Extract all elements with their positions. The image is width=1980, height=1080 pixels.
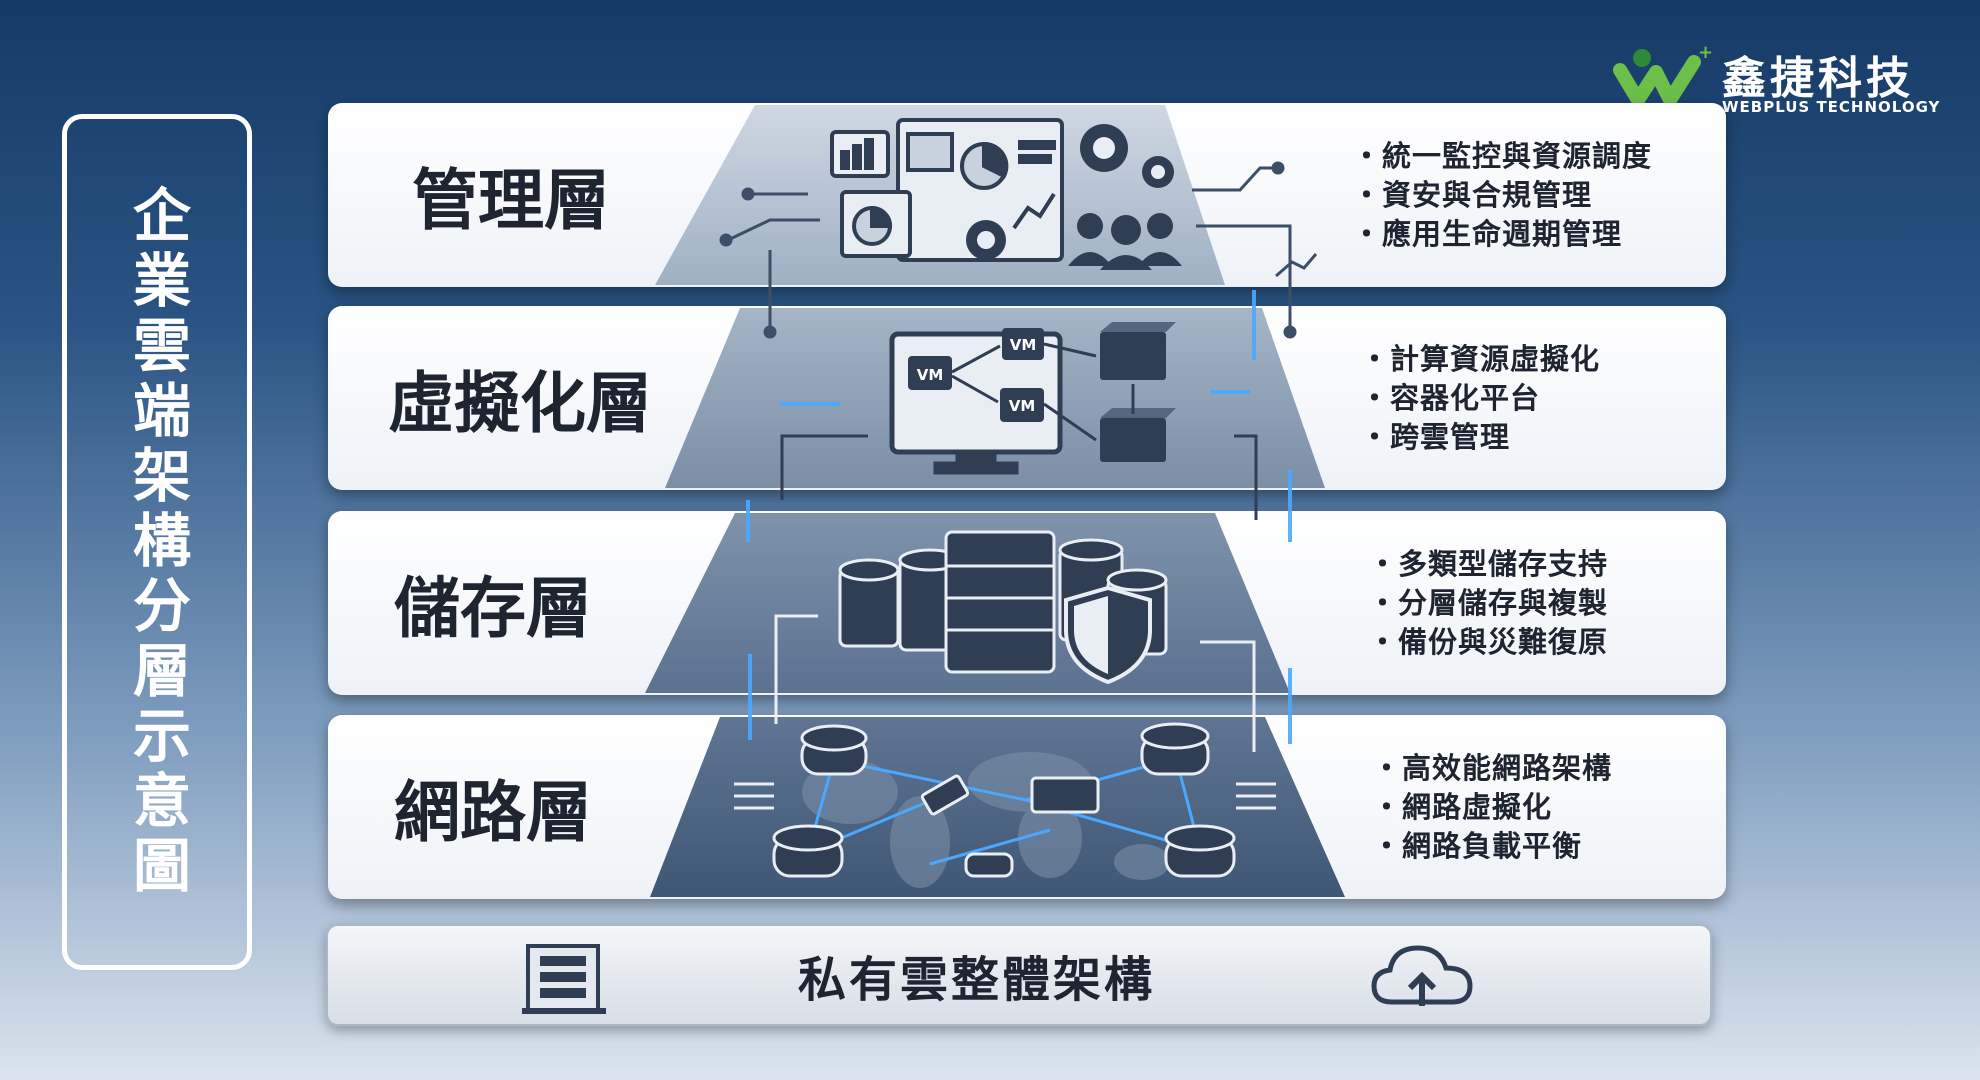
- bullet: 跨雲管理: [1360, 418, 1600, 457]
- container-icon: [1100, 322, 1176, 462]
- circuit-lines: [719, 161, 1318, 339]
- glow-arrows: [746, 290, 1292, 744]
- layer-name: 虛擬化層: [388, 365, 652, 442]
- network-ports: [734, 782, 1276, 810]
- router-icon: [772, 722, 1236, 878]
- vm-label: VM: [1009, 397, 1036, 415]
- layer-name: 儲存層: [394, 570, 592, 647]
- bullet: 備份與災難復原: [1368, 623, 1608, 662]
- cloud-upload-icon: [1371, 945, 1473, 1006]
- vm-label: VM: [917, 366, 944, 384]
- svg-text:+: +: [1698, 42, 1713, 63]
- bullet: 資安與合規管理: [1352, 176, 1652, 215]
- layer-name: 管理層: [412, 162, 610, 239]
- dashboard-icon: [830, 118, 1064, 262]
- diagram-title: 企業雲端架構分層示意圖: [123, 184, 191, 900]
- layer-name: 網路層: [394, 774, 592, 851]
- bullet: 高效能網路架構: [1372, 749, 1612, 788]
- layer-bullets: 統一監控與資源調度 資安與合規管理 應用生命週期管理: [1352, 137, 1652, 254]
- base-title: 私有雲整體架構: [798, 952, 1156, 1008]
- shield-icon: [1064, 585, 1152, 685]
- world-map-icon: [802, 752, 1170, 888]
- bullet: 多類型儲存支持: [1368, 545, 1608, 584]
- logo: + 鑫捷科技 WEBPLUS TECHNOLOGY: [1612, 38, 1942, 124]
- logo-name: 鑫捷科技: [1722, 53, 1914, 104]
- logo-icon: +: [1613, 42, 1713, 107]
- bullet: 應用生命週期管理: [1352, 215, 1652, 254]
- private-cloud-base: 私有雲整體架構: [326, 924, 1712, 1026]
- layer-bullets: 計算資源虛擬化 容器化平台 跨雲管理: [1360, 340, 1600, 457]
- building-icon: [522, 944, 606, 1014]
- bullet: 計算資源虛擬化: [1360, 340, 1600, 379]
- flow-arrows: [780, 342, 1258, 520]
- gear-icon: [966, 124, 1174, 260]
- bullet: 網路虛擬化: [1372, 788, 1612, 827]
- bullet: 分層儲存與複製: [1368, 584, 1608, 623]
- switch-icon: [920, 774, 1100, 878]
- bullet: 統一監控與資源調度: [1352, 137, 1652, 176]
- bullet: 網路負載平衡: [1372, 827, 1612, 866]
- layer-bullets: 多類型儲存支持 分層儲存與複製 備份與災難復原: [1368, 545, 1608, 662]
- bullet: 容器化平台: [1360, 379, 1600, 418]
- title-box: 企業雲端架構分層示意圖: [62, 114, 252, 970]
- server-rack-icon: [944, 530, 1056, 674]
- storage-flow-arrows: [774, 614, 1256, 752]
- layer-bullets: 高效能網路架構 網路虛擬化 網路負載平衡: [1372, 749, 1612, 866]
- vm-icon: VM VM VM: [908, 328, 1044, 422]
- vm-label: VM: [1010, 336, 1037, 354]
- logo-subtitle: WEBPLUS TECHNOLOGY: [1722, 98, 1941, 116]
- users-icon: [1068, 213, 1182, 270]
